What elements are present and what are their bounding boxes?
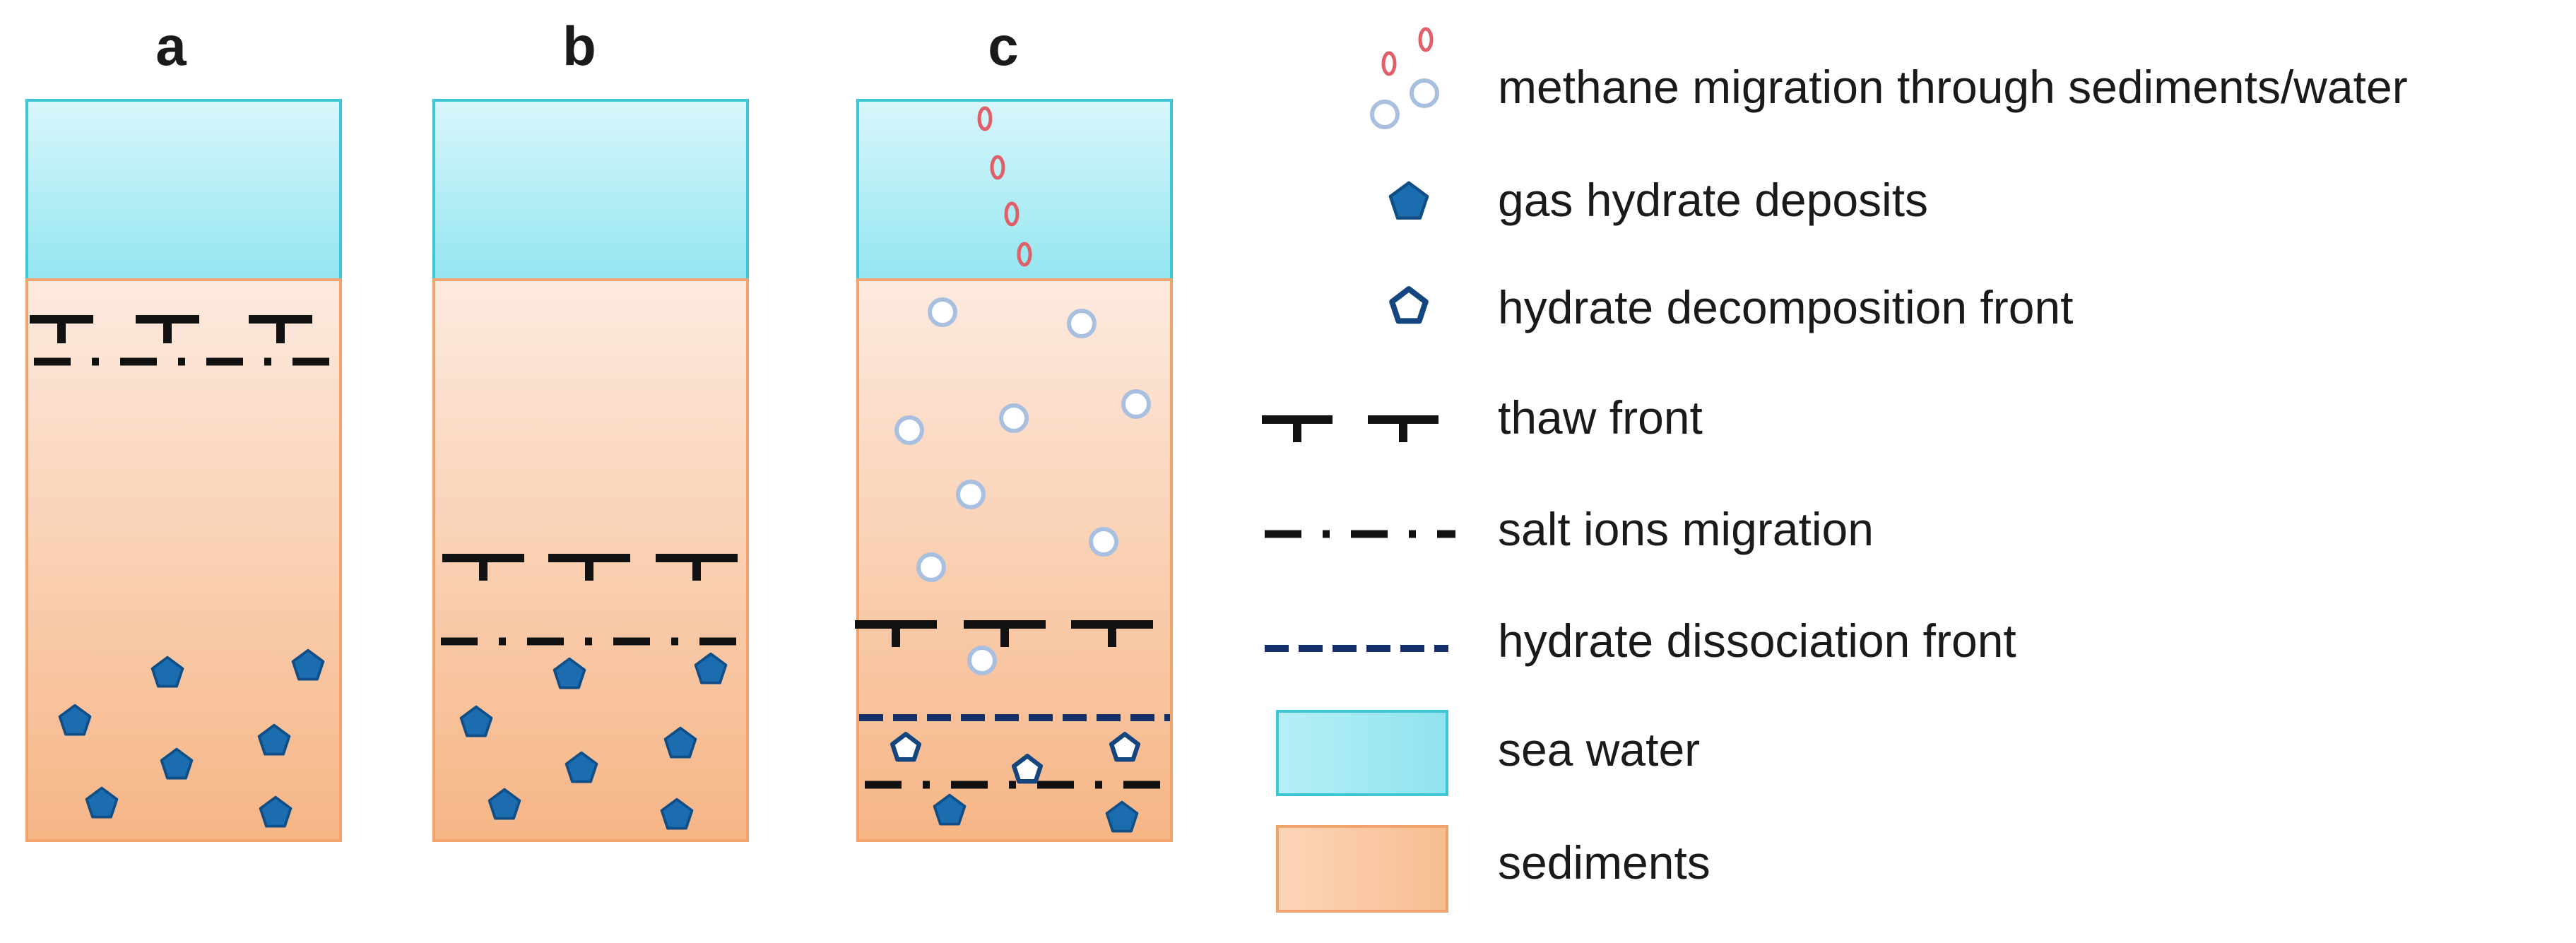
legend-salt-text: salt ions migration bbox=[1498, 503, 1874, 555]
panel-c-label: c bbox=[988, 15, 1018, 77]
legend-hydrate-text: gas hydrate deposits bbox=[1498, 174, 1928, 226]
panel-c-thaw-front bbox=[855, 620, 1153, 647]
panel-a-label: a bbox=[155, 15, 187, 77]
panel-a-sea-water bbox=[25, 99, 342, 281]
panel-c: c bbox=[855, 15, 1173, 842]
legend-sea-text: sea water bbox=[1498, 723, 1700, 776]
panel-a-thaw-front bbox=[30, 315, 312, 343]
legend-methane-text: methane migration through sediments/wate… bbox=[1498, 61, 2408, 113]
legend-sed-text: sediments bbox=[1498, 836, 1711, 889]
panel-a: a bbox=[25, 15, 342, 842]
panel-c-methane-in-water bbox=[977, 106, 1032, 267]
legend-decomposition-icon bbox=[1392, 289, 1426, 321]
panel-b-sea-water bbox=[432, 99, 749, 281]
legend-sediments-swatch bbox=[1276, 825, 1448, 913]
legend: methane migration through sediments/wate… bbox=[1262, 27, 2408, 913]
panel-c-sea-water bbox=[856, 99, 1173, 281]
panel-c-methane-in-sediments bbox=[894, 297, 1151, 675]
legend-hydrate-icon bbox=[1390, 183, 1427, 218]
panel-b: b bbox=[432, 15, 749, 842]
legend-thaw-text: thaw front bbox=[1498, 391, 1703, 444]
panel-a-sediments bbox=[25, 278, 342, 842]
legend-dissociation-text: hydrate dissociation front bbox=[1498, 615, 2016, 667]
legend-methane-icon bbox=[1370, 27, 1439, 129]
legend-sea-water-swatch bbox=[1276, 710, 1448, 796]
legend-thaw-front-icon bbox=[1262, 415, 1438, 442]
legend-decomposition-text: hydrate decomposition front bbox=[1498, 281, 2073, 333]
panel-b-thaw-front bbox=[442, 554, 738, 581]
panel-b-label: b bbox=[562, 15, 596, 77]
